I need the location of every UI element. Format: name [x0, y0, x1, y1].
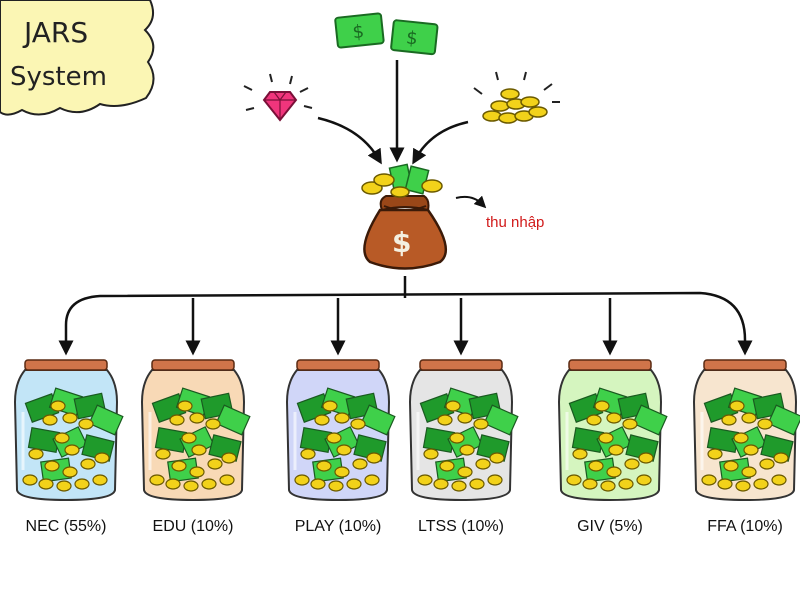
title-line1: JARS: [22, 16, 88, 49]
gem-icon: [243, 73, 313, 122]
arrow-to-income-label: [455, 195, 487, 209]
jar-edu: [140, 359, 251, 502]
banknote-icon: $: [390, 19, 439, 56]
jar-nec: [13, 359, 124, 502]
svg-text:$: $: [352, 21, 366, 43]
jar-label-nec: NEC (55%): [25, 518, 107, 535]
jar-ltss: [408, 359, 519, 502]
jar-label-ltss: LTSS (10%): [418, 518, 504, 535]
jars: [13, 359, 800, 502]
income-label: thu nhập: [486, 214, 545, 231]
jar-label-giv: GIV (5%): [577, 518, 643, 535]
money-bag-icon: $: [361, 163, 448, 270]
banknote-icon: $: [334, 12, 385, 49]
jar-label-play: PLAY (10%): [294, 518, 382, 535]
title-banner: JARS System: [0, 0, 155, 116]
coin-pile-icon: [473, 71, 560, 124]
distribution-lines: [64, 276, 747, 341]
svg-text:$: $: [392, 226, 411, 259]
title-line2: System: [10, 62, 107, 92]
arrow-from-coins: [412, 120, 469, 165]
jar-label-edu: EDU (10%): [152, 518, 234, 535]
arrow-from-gem: [317, 116, 382, 165]
jar-giv: [557, 359, 668, 502]
jar-label-ffa: FFA (10%): [707, 518, 783, 535]
branch-arrows: [58, 298, 753, 356]
jar-play: [285, 359, 396, 502]
svg-text:$: $: [405, 27, 419, 49]
jar-ffa: [692, 359, 800, 502]
